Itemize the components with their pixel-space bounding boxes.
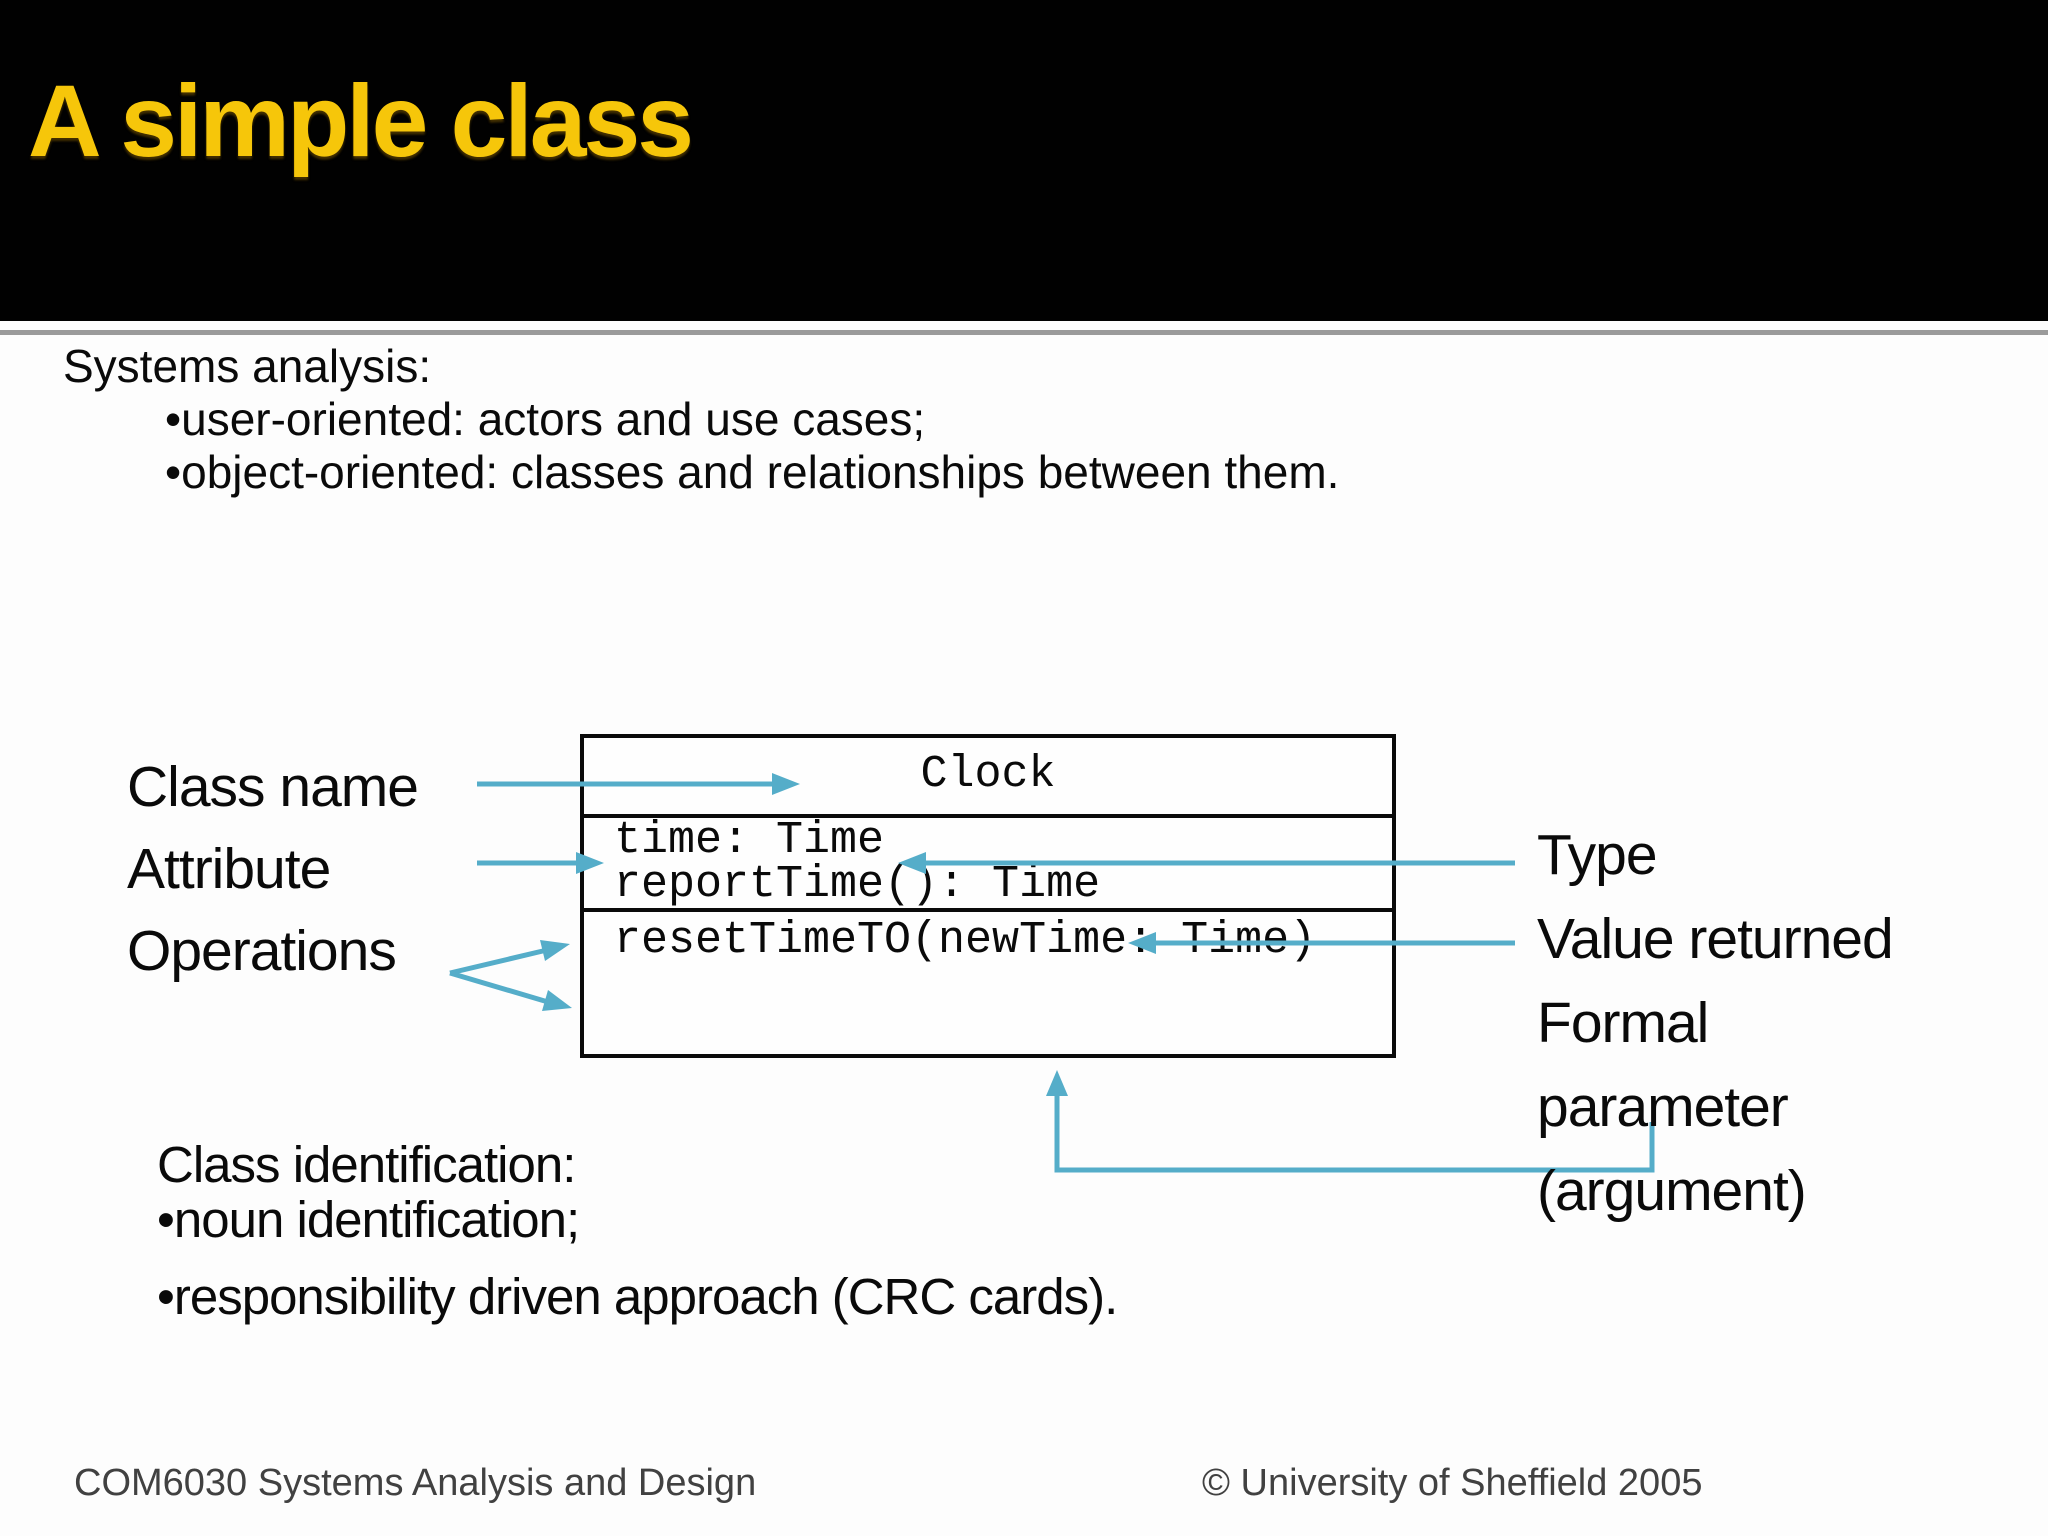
intro-heading: Systems analysis: <box>63 340 432 392</box>
operations-fork-arrow-lower <box>449 970 572 1011</box>
diagram-labels-left: Class name Attribute Operations <box>127 746 419 992</box>
label-class-name: Class name <box>127 755 419 819</box>
list-item: •responsibility driven approach (CRC car… <box>157 1268 1118 1325</box>
identification-heading: Class identification: <box>157 1136 576 1193</box>
bullet-icon: • <box>157 1191 175 1248</box>
uml-attribute-line: time: Time <box>614 815 885 866</box>
header-band <box>0 0 2048 321</box>
label-type: Type <box>1537 823 1658 887</box>
uml-class-box: Clock time: Time reportTime(): Time rese… <box>580 734 1396 1058</box>
uml-operation-line: resetTimeTO(newTime: Time) <box>614 915 1317 966</box>
label-value-returned: Value returned <box>1537 907 1894 971</box>
label-attribute: Attribute <box>127 837 331 901</box>
footer-course-code: COM6030 Systems Analysis and Design <box>74 1462 757 1504</box>
bullet-icon: • <box>165 446 182 498</box>
uml-compartment-divider <box>584 814 1392 818</box>
operations-fork-arrow-upper <box>449 940 570 976</box>
bullet-icon: • <box>165 393 182 445</box>
list-item: •object-oriented: classes and relationsh… <box>63 446 1339 499</box>
uml-compartment-divider <box>584 908 1392 912</box>
list-item-text: user-oriented: actors and use cases; <box>181 393 926 445</box>
list-item: •noun identification; <box>157 1192 1117 1247</box>
page-title: A simple class <box>28 64 694 178</box>
header-separator <box>0 330 2048 335</box>
uml-class-name: Clock <box>920 749 1056 800</box>
identification-block: Class identification: •noun identificati… <box>157 1136 1118 1325</box>
list-item-text: noun identification; <box>173 1191 580 1248</box>
label-operations: Operations <box>127 919 397 983</box>
label-argument: (argument) <box>1537 1159 1807 1223</box>
label-parameter: parameter <box>1537 1075 1789 1139</box>
footer-copyright: © University of Sheffield 2005 <box>1202 1462 1703 1504</box>
bullet-icon: • <box>157 1268 175 1325</box>
uml-operation-line: reportTime(): Time <box>614 859 1101 910</box>
list-item-text: object-oriented: classes and relationshi… <box>181 446 1340 498</box>
list-item-text: responsibility driven approach (CRC card… <box>173 1268 1118 1325</box>
intro-block: Systems analysis: •user-oriented: actors… <box>63 340 1339 499</box>
diagram-labels-right: Type Value returned Formal parameter (ar… <box>1537 813 1894 1233</box>
label-formal: Formal <box>1537 991 1709 1055</box>
list-item: •user-oriented: actors and use cases; <box>63 393 1339 446</box>
